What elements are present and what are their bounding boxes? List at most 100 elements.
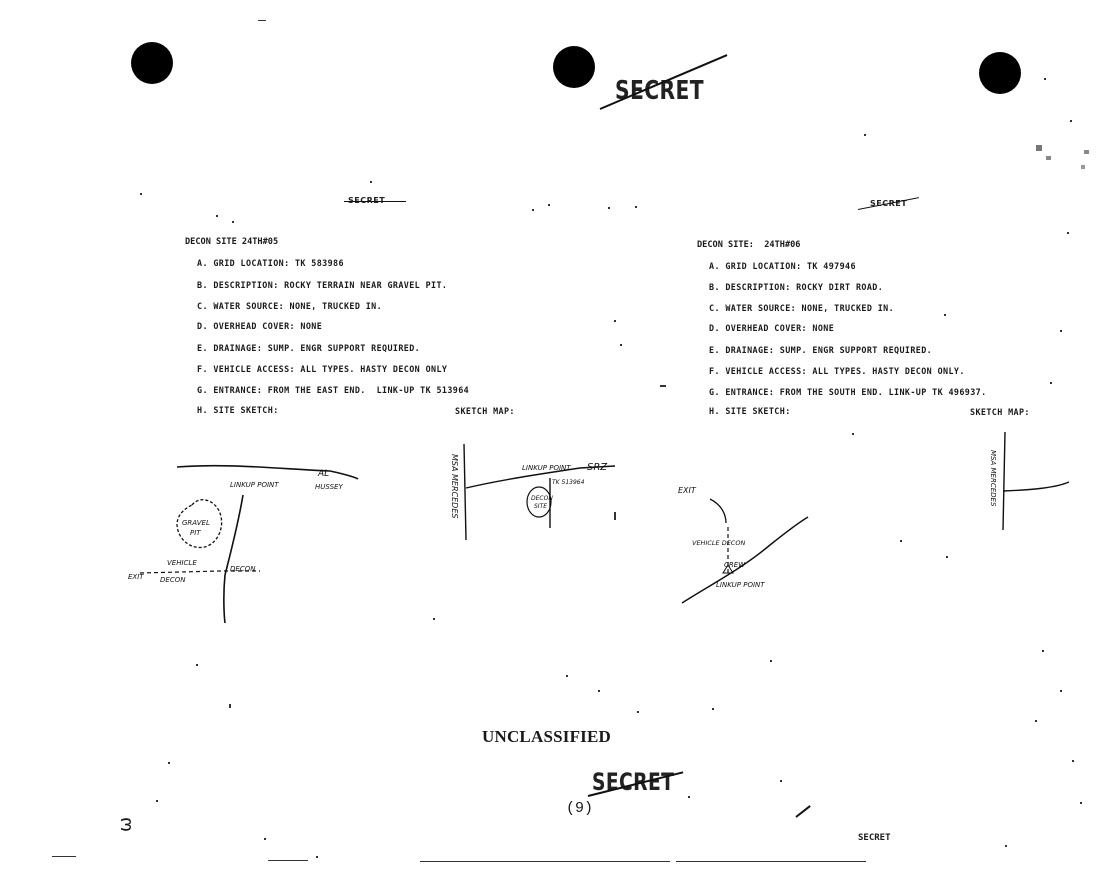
speckle (1042, 650, 1044, 652)
right-sketch-crew: CREW (724, 561, 746, 569)
speckle (548, 204, 550, 206)
slash-mark (795, 805, 811, 818)
speckle (1050, 382, 1052, 384)
speckle (1005, 845, 1007, 847)
left-sketch-decon2: DECON (230, 565, 256, 573)
right-line-d: D. OVERHEAD COVER: NONE (709, 323, 835, 333)
left-line-e: E. DRAINAGE: SUMP. ENGR SUPPORT REQUIRED… (197, 343, 421, 353)
left-line-f: F. VEHICLE ACCESS: ALL TYPES. HASTY DECO… (197, 364, 448, 374)
left-sketch-al2: HUSSEY (315, 483, 343, 491)
speckle (216, 215, 218, 217)
speckle (1067, 232, 1069, 234)
speckle (608, 207, 610, 209)
left-map-msa: MSA MERCEDES (450, 454, 459, 518)
speckle (614, 320, 616, 322)
left-sketch-vehicle: VEHICLE (167, 559, 197, 567)
left-sketch-map-label: SKETCH MAP: (455, 406, 515, 416)
bottom-rule-main (420, 861, 670, 862)
left-sketch-map: MSA MERCEDES LINKUP POINT SRZ TK 513964 … (450, 443, 616, 541)
page-number: (9) (566, 800, 594, 817)
speckle (1044, 78, 1046, 80)
corner-mark: ω (115, 816, 137, 833)
right-site-sketch: EXIT VEHICLE DECON CREW LINKUP POINT (678, 486, 809, 604)
speckle (1046, 156, 1051, 160)
speckle (229, 704, 231, 708)
speckle (1084, 150, 1089, 154)
speckle (1080, 802, 1082, 804)
speckle (264, 838, 266, 840)
speckle (566, 675, 568, 677)
right-site-header: DECON SITE: 24TH#06 (697, 240, 801, 250)
right-sketch-vehicle-decon: VEHICLE DECON (692, 539, 745, 547)
speckle (688, 796, 690, 798)
speckle (196, 664, 198, 666)
right-map-msa: MSA MERCEDES (989, 450, 997, 507)
left-line-a: A. GRID LOCATION: TK 583986 (197, 258, 344, 268)
speckle (620, 344, 622, 346)
left-map-site2: SITE (534, 503, 547, 510)
left-header-stamp: SECRET (348, 196, 385, 205)
speckle (944, 314, 946, 316)
left-map-linkup: LINKUP POINT (522, 464, 571, 472)
left-header-strike (344, 201, 406, 202)
bottom-rule-far-left (52, 856, 76, 857)
speckle (1070, 120, 1072, 122)
footer-secret: SECRET (858, 833, 891, 843)
speckle (712, 708, 714, 710)
right-sketch-linkup: LINKUP POINT (716, 581, 765, 589)
speckle (900, 540, 902, 542)
left-line-d: D. OVERHEAD COVER: NONE (197, 321, 323, 331)
binder-hole-center (553, 46, 595, 88)
left-line-h: H. SITE SKETCH: (197, 405, 279, 415)
right-line-f: F. VEHICLE ACCESS: ALL TYPES. HASTY DECO… (709, 366, 965, 376)
speckle (635, 206, 637, 208)
left-line-c: C. WATER SOURCE: NONE, TRUCKED IN. (197, 301, 383, 311)
speckle (852, 433, 854, 435)
right-line-g: G. ENTRANCE: FROM THE SOUTH END. LINK-UP… (709, 387, 987, 397)
speckle (532, 209, 534, 211)
right-sketch-exit: EXIT (678, 486, 697, 495)
left-sketch-pit: PIT (190, 529, 201, 537)
left-sketch-decon: DECON (160, 576, 186, 584)
speckle (168, 762, 170, 764)
left-sketch-linkup: LINKUP POINT (230, 481, 279, 489)
speckle (614, 512, 616, 520)
left-map-site1: DECON (531, 495, 553, 502)
left-map-srz: SRZ (587, 462, 608, 473)
left-site-sketch: LINKUP POINT AL HUSSEY GRAVEL PIT VEHICL… (128, 464, 359, 624)
bottom-rule-left (268, 860, 308, 861)
speckle (660, 385, 666, 387)
speckle (1060, 690, 1062, 692)
left-map-grid: TK 513964 (552, 479, 585, 486)
left-sketch-gravel: GRAVEL (182, 519, 210, 527)
right-line-e: E. DRAINAGE: SUMP. ENGR SUPPORT REQUIRED… (709, 345, 933, 355)
speckle (946, 556, 948, 558)
speckle (1036, 145, 1042, 151)
left-sketch-exit: EXIT (128, 573, 144, 581)
right-sketch-map-label: SKETCH MAP: (970, 407, 1030, 417)
speckle (140, 193, 142, 195)
speckle (316, 856, 318, 858)
speckle (770, 660, 772, 662)
bottom-rule-right (676, 861, 866, 862)
speckle (780, 780, 782, 782)
speckle (232, 221, 234, 223)
speckle (598, 690, 600, 692)
right-line-a: A. GRID LOCATION: TK 497946 (709, 261, 856, 271)
speckle (258, 20, 266, 21)
speckle (864, 134, 866, 136)
right-sketch-map: MSA MERCEDES (989, 431, 1070, 531)
left-site-header: DECON SITE 24TH#05 (185, 237, 279, 247)
speckle (1060, 330, 1062, 332)
speckle (156, 800, 158, 802)
right-line-b: B. DESCRIPTION: ROCKY DIRT ROAD. (709, 282, 884, 292)
speckle (1035, 720, 1037, 722)
binder-hole-left (131, 42, 173, 84)
right-line-c: C. WATER SOURCE: NONE, TRUCKED IN. (709, 303, 895, 313)
speckle (433, 618, 435, 620)
speckle (1081, 165, 1085, 169)
left-sketch-al: AL (317, 469, 329, 479)
left-line-b: B. DESCRIPTION: ROCKY TERRAIN NEAR GRAVE… (197, 280, 448, 290)
speckle (637, 711, 639, 713)
unclassified-title: UNCLASSIFIED (482, 727, 611, 746)
